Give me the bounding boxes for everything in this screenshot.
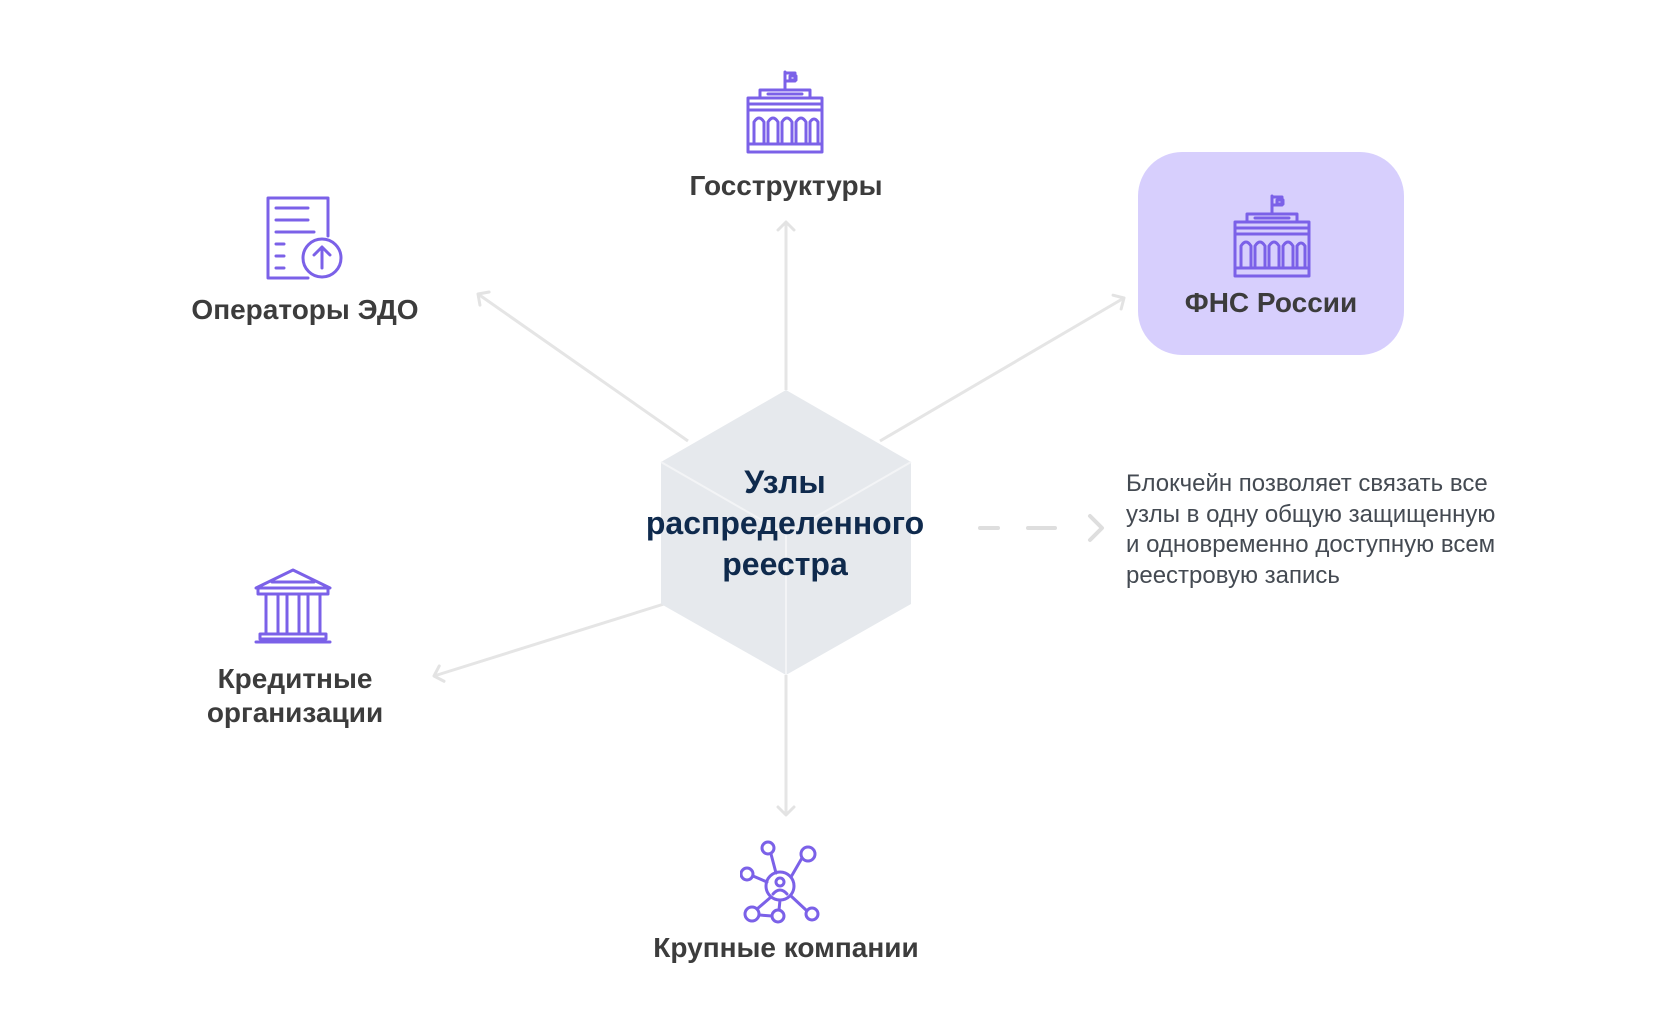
government-building-flag-icon <box>746 70 824 154</box>
note-line-3: и одновременно доступную всем <box>1126 531 1496 558</box>
note-line-2: узлы в одну общую защищенную <box>1126 500 1496 528</box>
ledger-hexagon <box>661 390 911 675</box>
banks-label: Кредитные организации <box>160 662 430 730</box>
blockchain-note: Блокчейн позволяет связать все узлы в од… <box>1126 469 1586 591</box>
center-title: Узлы распределенного реестра <box>600 462 970 585</box>
center-title-line-2: распределенного <box>645 505 925 541</box>
bank-columns-icon <box>254 568 332 644</box>
edo-label: Операторы ЭДО <box>191 294 419 325</box>
network-user-icon <box>740 840 820 924</box>
arrow-to-fns <box>879 293 1126 443</box>
hexagon-edges <box>660 461 912 675</box>
fns-card[interactable] <box>1138 152 1404 355</box>
companies-label: Крупные компании <box>653 932 919 963</box>
arrow-to-edo <box>476 290 689 443</box>
banks-label-line-1: Кредитные <box>217 663 373 694</box>
gov-label: Госструктуры <box>689 170 883 201</box>
note-line-4: реестровую запись <box>1126 561 1340 589</box>
arrow-to-banks <box>432 602 665 683</box>
document-upload-icon <box>266 196 343 280</box>
center-title-line-1: Узлы <box>744 464 826 500</box>
banks-label-line-2: организации <box>206 697 384 728</box>
center-title-line-3: реестра <box>722 546 848 582</box>
government-building-flag-icon <box>1233 194 1311 278</box>
note-line-1: Блокчейн позволяет связать все <box>1126 470 1488 497</box>
fns-label: ФНС России <box>1184 287 1358 318</box>
dashed-connector-to-note <box>978 514 1104 542</box>
